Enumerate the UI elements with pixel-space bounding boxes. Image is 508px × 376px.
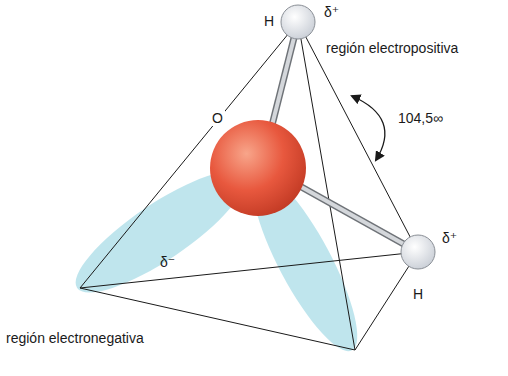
angle-value: 104,5∞ [396,110,445,126]
atom-symbol: H [262,13,276,29]
angle-arrow [352,96,385,160]
oxygen-atom [210,120,306,216]
partial-charge: δ⁻ [158,254,177,270]
tetrahedron [80,22,418,350]
hydrogen-atom [281,5,315,39]
partial-charge: δ⁺ [440,230,459,246]
partial-charge: δ⁺ [322,4,341,20]
atom-symbol: O [210,110,225,126]
atom-symbol: H [411,286,425,302]
region-label: región electropositiva [324,40,460,56]
hydrogen-atom [401,235,435,269]
region-label: región electronegativa [4,330,146,346]
